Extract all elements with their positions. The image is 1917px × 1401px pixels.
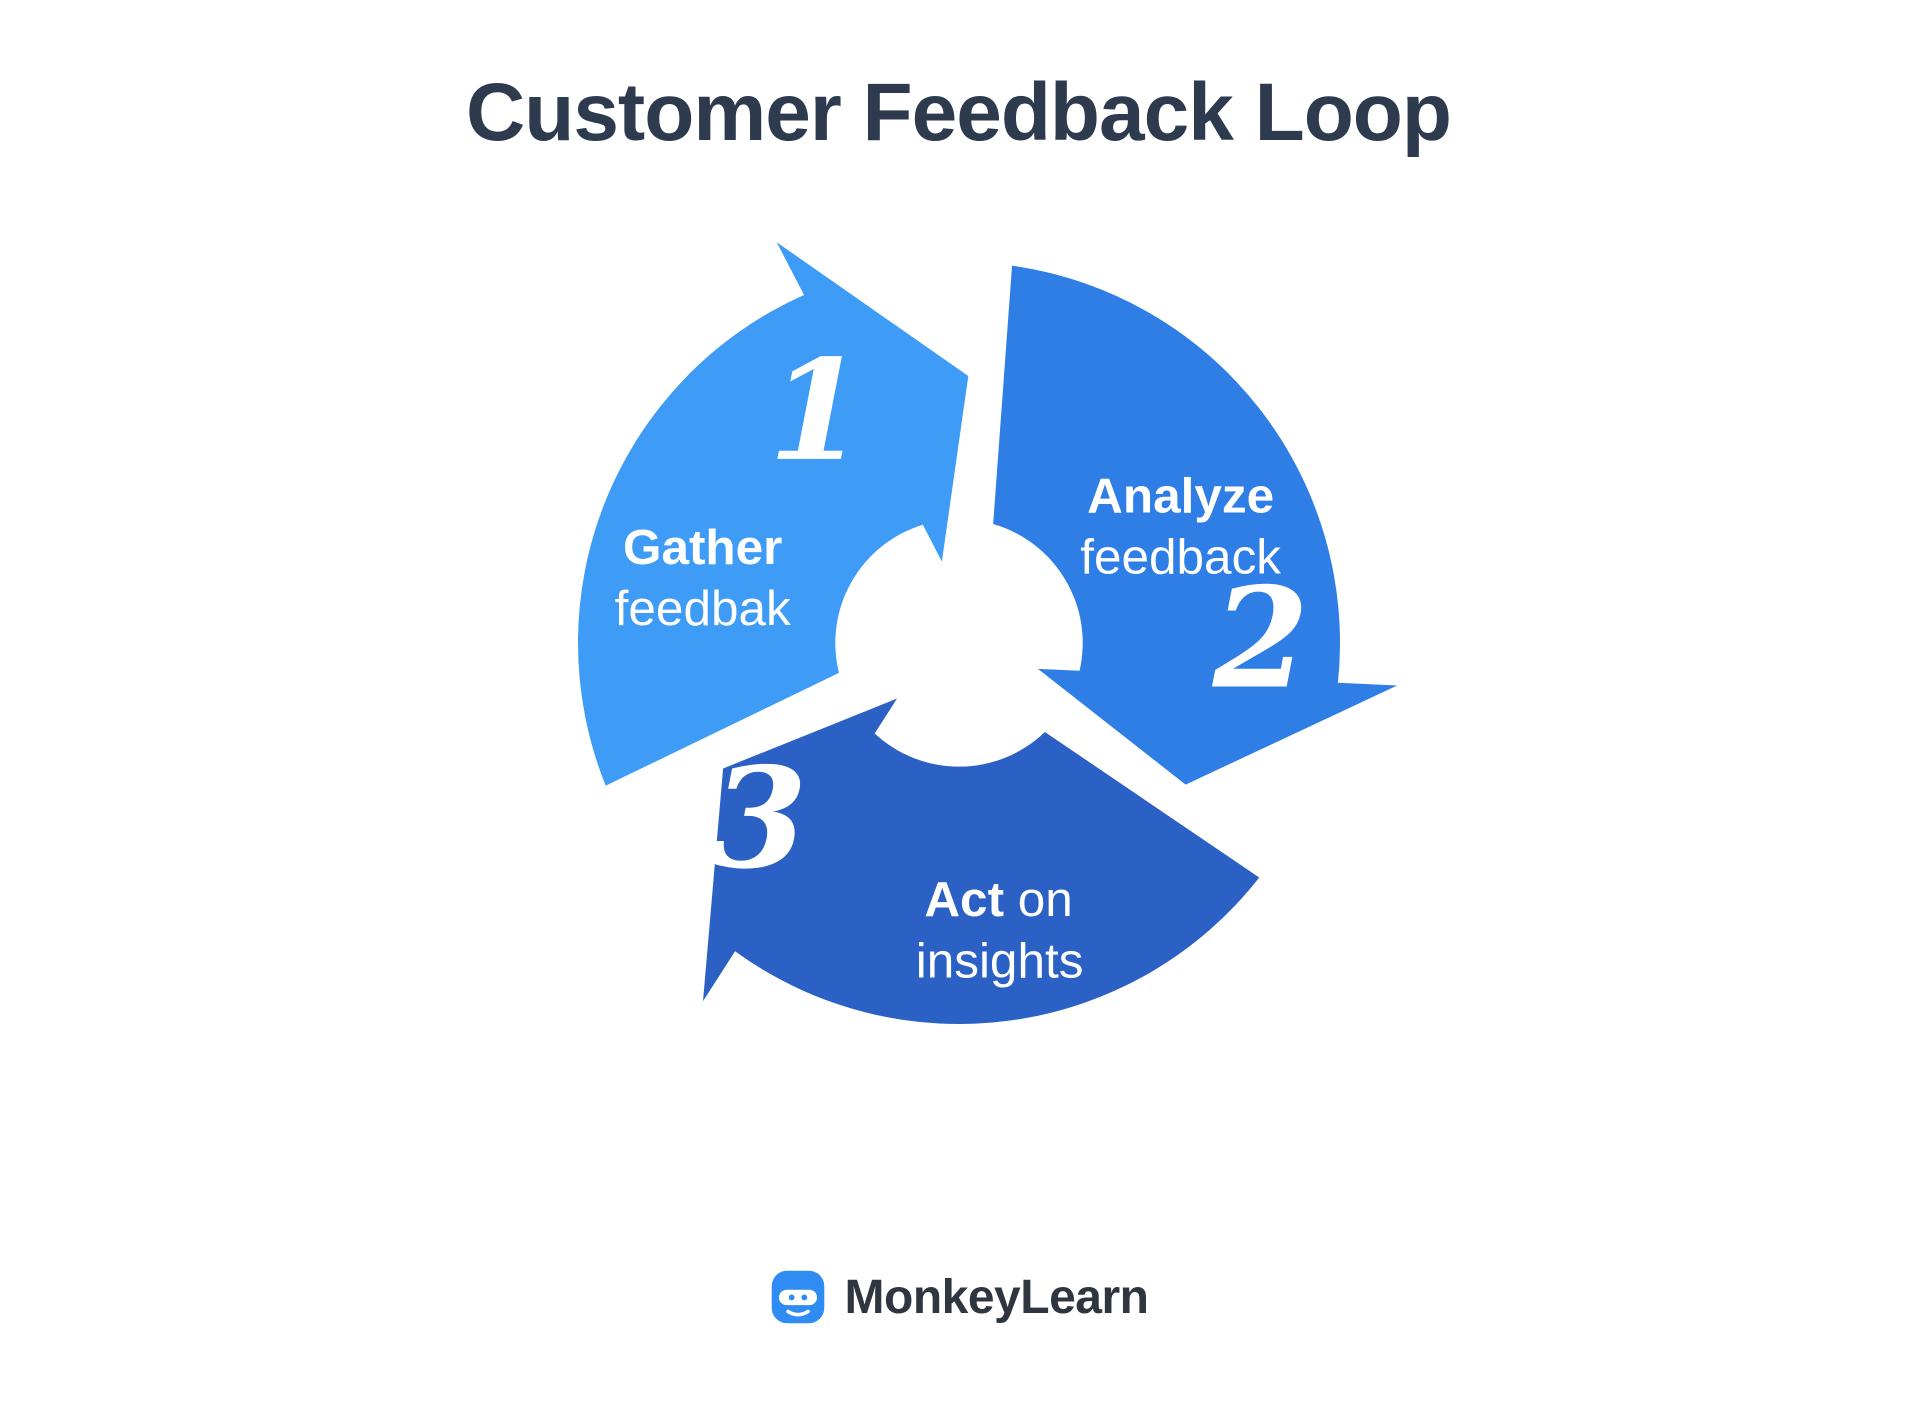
- analyze-arrow-shape: [992, 265, 1397, 785]
- monkey-right-eye: [800, 1294, 807, 1301]
- brand-footer: MonkeyLearn: [769, 1268, 1149, 1326]
- monkey-goggles: [778, 1289, 817, 1306]
- act-arrow-shape: [702, 698, 1259, 1025]
- analyze-step-number: 2: [1211, 557, 1308, 720]
- act-label-line2: insights: [915, 933, 1083, 988]
- analyze-label-line2: feedback: [1080, 530, 1281, 585]
- feedback-loop-diagram: 1 Gather feedbak 2 Analyze feedback 3 Ac…: [577, 242, 1397, 1025]
- act-step-number: 3: [710, 737, 806, 900]
- analyze-label-line1: Analyze: [1087, 468, 1274, 523]
- gather-step-number: 1: [768, 329, 864, 492]
- monkey-mouth: [785, 1309, 810, 1317]
- segment-act-on-insights: 3 Act on insights: [702, 698, 1259, 1025]
- segment-gather-feedback: 1 Gather feedbak: [577, 242, 968, 786]
- monkeylearn-logo-icon: [771, 1270, 824, 1324]
- brand-name: MonkeyLearn: [844, 1270, 1149, 1324]
- segment-analyze-feedback: 2 Analyze feedback: [992, 265, 1397, 785]
- act-label-line1: Act on: [924, 872, 1073, 927]
- gather-label-line2: feedbak: [614, 581, 790, 636]
- gather-label-line1: Gather: [622, 520, 781, 575]
- page-title: Customer Feedback Loop: [466, 67, 1452, 158]
- gather-arrow-shape: [577, 242, 968, 786]
- monkey-left-eye: [788, 1294, 795, 1301]
